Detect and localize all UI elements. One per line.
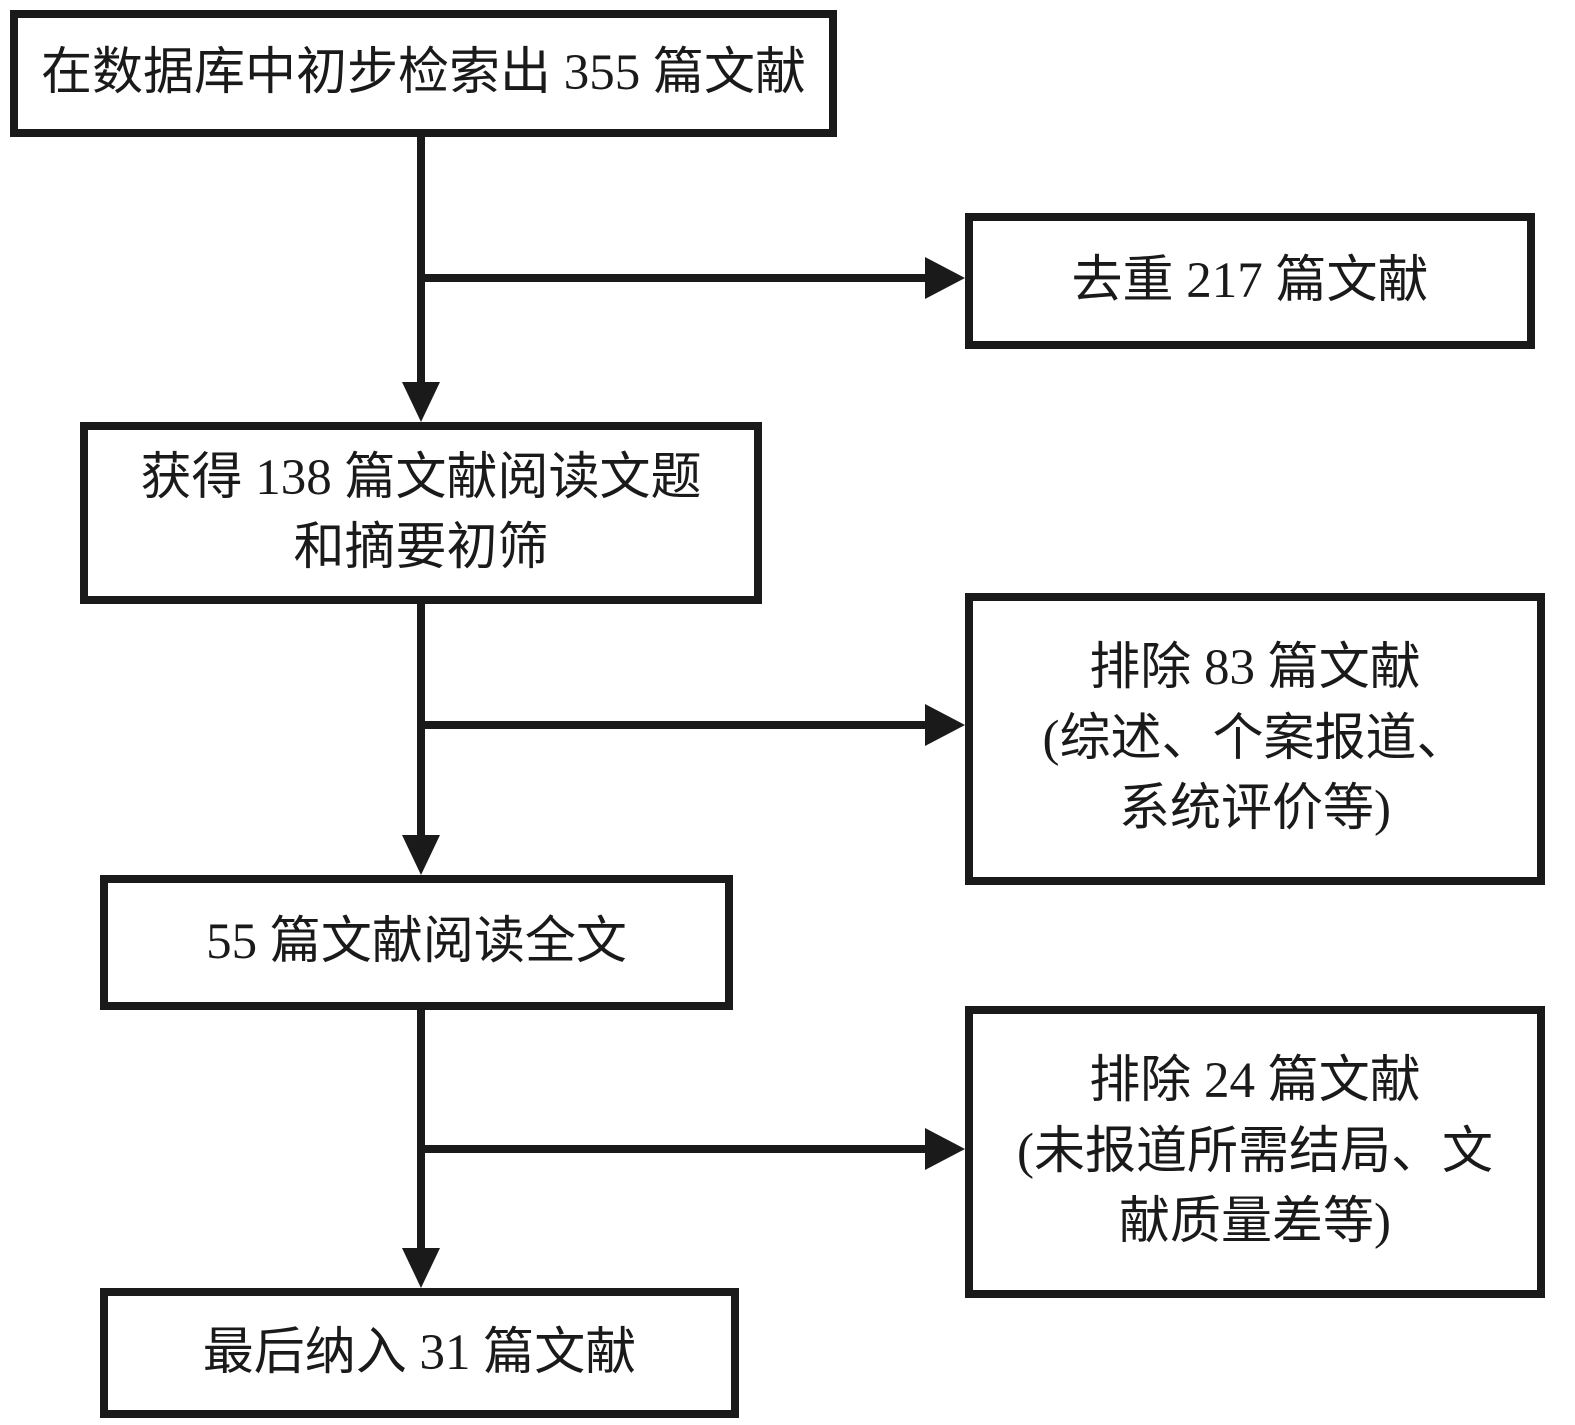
flow-node-final-included: 最后纳入 31 篇文献 [100,1288,739,1418]
flow-node-full-text-review: 55 篇文献阅读全文 [100,875,733,1010]
flow-node-title-abstract-screening-text-line2: 和摘要初筛 [293,520,549,576]
flow-node-excluded-24-text-line3: 献质量差等) [1119,1194,1391,1251]
flow-node-initial-search: 在数据库中初步检索出 355 篇文献 [10,10,837,137]
connector-screen-to-fulltext-line [417,602,425,839]
flow-node-excluded-24-text-line2: (未报道所需结局、文 [1017,1123,1493,1180]
connector-branch-to-excluded-24-line [417,1145,925,1153]
flow-node-excluded-83-text-line1: 排除 83 篇文献 [1089,640,1421,697]
flow-node-excluded-83-text-line3: 系统评价等) [1119,781,1391,838]
arrow-right-icon [925,704,965,746]
flow-node-deduplicated: 去重 217 篇文献 [965,213,1535,349]
flow-node-deduplicated-text: 去重 217 篇文献 [1071,252,1429,309]
flow-node-excluded-83-text-line2: (综述、个案报道、 [1042,710,1468,767]
arrow-down-icon [402,1248,440,1288]
flow-node-title-abstract-screening: 获得 138 篇文献阅读文题 和摘要初筛 [80,422,762,604]
arrow-down-icon [402,835,440,875]
flow-node-excluded-24: 排除 24 篇文献 (未报道所需结局、文 献质量差等) [965,1006,1545,1298]
arrow-right-icon [925,257,965,299]
flow-node-title-abstract-screening-text-line1: 获得 138 篇文献阅读文题 [140,449,702,506]
flow-node-full-text-review-text: 55 篇文献阅读全文 [206,914,627,971]
flow-node-excluded-24-text-line1: 排除 24 篇文献 [1089,1053,1421,1110]
connector-fulltext-to-final-line [417,1008,425,1252]
flow-node-final-included-text: 最后纳入 31 篇文献 [202,1324,637,1381]
arrow-down-icon [402,382,440,422]
connector-initial-to-screen-line [417,137,425,386]
flow-node-initial-search-text: 在数据库中初步检索出 355 篇文献 [40,45,806,102]
arrow-right-icon [925,1128,965,1170]
connector-branch-to-dedup-line [417,274,925,282]
connector-branch-to-excluded-83-line [417,721,925,729]
flow-node-excluded-83: 排除 83 篇文献 (综述、个案报道、 系统评价等) [965,593,1545,885]
